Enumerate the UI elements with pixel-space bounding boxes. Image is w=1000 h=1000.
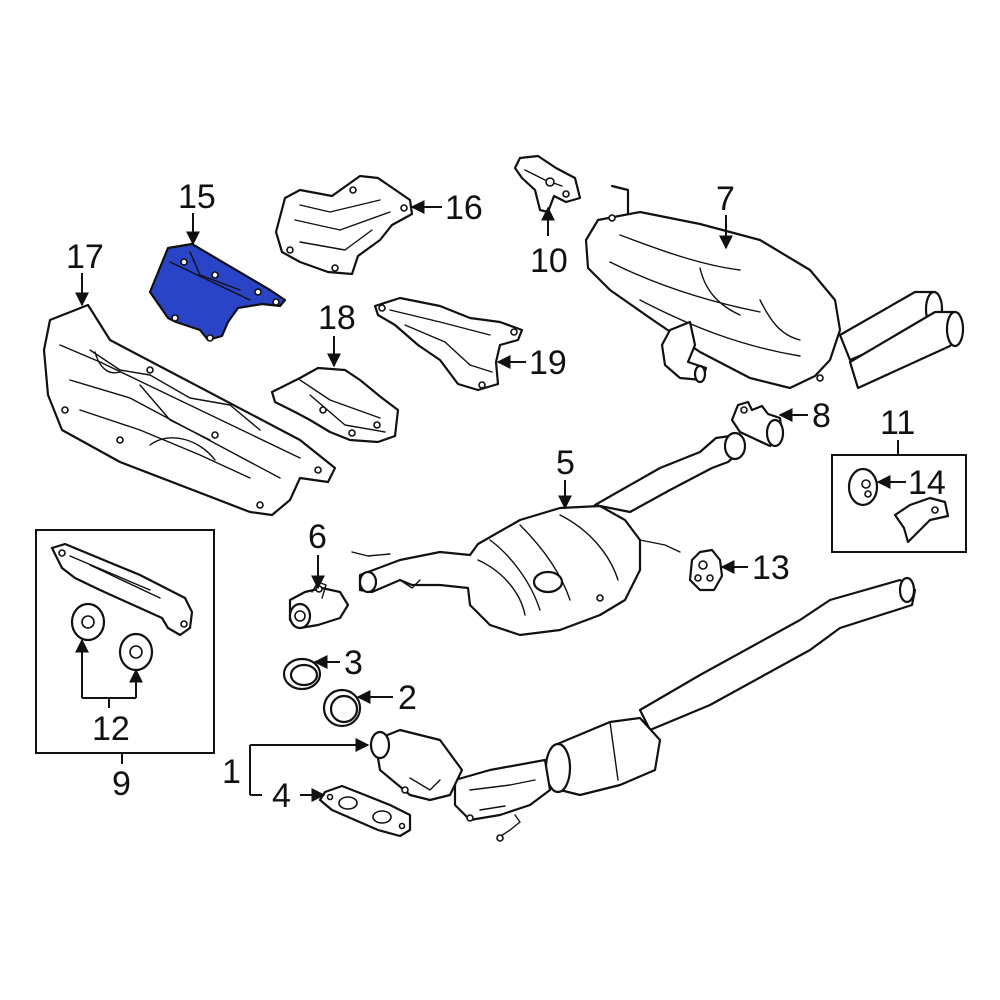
part-17-heat-shield[interactable] <box>42 303 337 517</box>
part-19-heat-shield[interactable] <box>373 296 524 392</box>
callout-labels: 15 16 17 18 19 10 7 8 11 14 5 6 13 3 2 1… <box>66 178 946 815</box>
callout-17: 17 <box>66 238 104 276</box>
callout-3: 3 <box>344 644 363 682</box>
part-18-heat-shield[interactable] <box>270 366 400 444</box>
part-6-clamp[interactable] <box>288 581 350 630</box>
part-4-gasket-plate[interactable] <box>318 784 412 838</box>
callout-13: 13 <box>752 549 790 587</box>
callout-10: 10 <box>530 242 568 280</box>
callout-6: 6 <box>308 518 327 556</box>
part-13-hanger[interactable] <box>688 548 724 592</box>
part-12-hanger-a[interactable] <box>70 602 106 642</box>
part-11-bracket[interactable] <box>893 496 950 544</box>
callout-1: 1 <box>222 753 241 791</box>
callout-18: 18 <box>318 299 356 337</box>
callout-2: 2 <box>398 679 417 717</box>
callout-4: 4 <box>272 777 291 815</box>
part-7-rear-muffler[interactable] <box>584 184 965 390</box>
box-9-frame <box>35 529 215 754</box>
part-14-hanger[interactable] <box>847 467 879 507</box>
callout-19: 19 <box>529 344 567 382</box>
part-2-gasket[interactable] <box>322 688 362 728</box>
callout-8: 8 <box>812 397 831 435</box>
part-12-hanger-b[interactable] <box>118 632 154 672</box>
part-5-center-muffler[interactable] <box>351 431 747 637</box>
callout-11: 11 <box>880 404 915 442</box>
part-10-bracket[interactable] <box>513 154 582 214</box>
callout-5: 5 <box>556 444 575 482</box>
callout-16: 16 <box>445 189 483 227</box>
part-9-bracket[interactable] <box>50 542 194 637</box>
callout-12: 12 <box>92 710 130 748</box>
part-15-heat-shield-highlighted[interactable] <box>148 242 287 342</box>
part-3-gasket[interactable] <box>282 657 322 691</box>
callout-9: 9 <box>112 765 131 803</box>
box-11-hanger-kit <box>831 454 967 553</box>
part-8-clamp[interactable] <box>730 400 785 448</box>
callout-15: 15 <box>178 178 216 216</box>
box-9-hanger-kit <box>35 529 215 754</box>
callout-7: 7 <box>716 180 735 218</box>
part-16-heat-shield[interactable] <box>274 174 414 276</box>
part-1-catalytic-converter[interactable] <box>369 576 917 842</box>
callout-14: 14 <box>908 464 946 502</box>
leader-lines <box>75 200 906 802</box>
